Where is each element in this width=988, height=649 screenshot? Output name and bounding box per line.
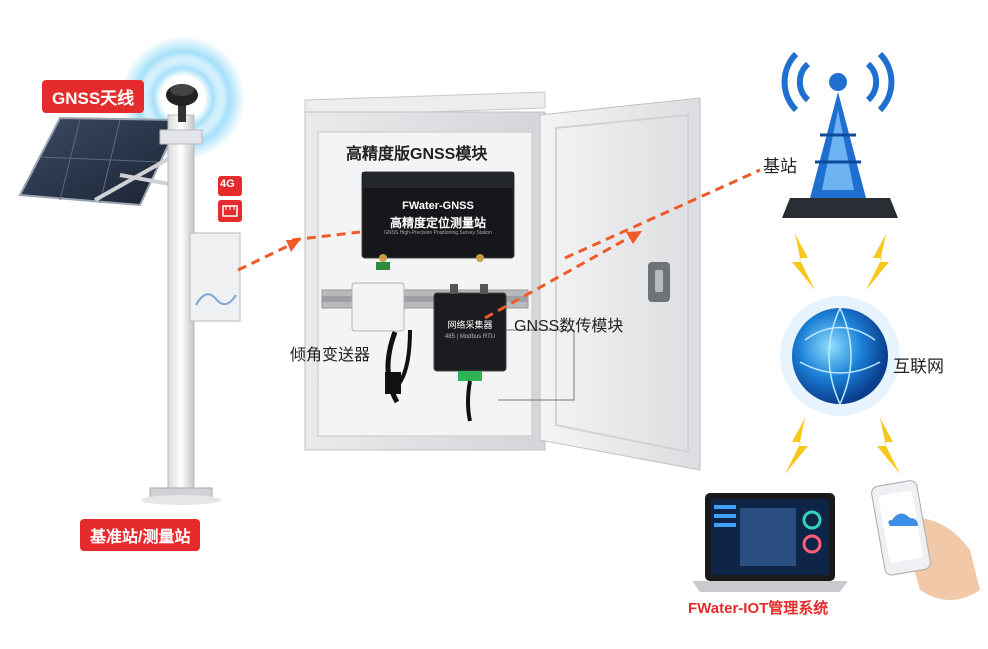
high-precision-module-label: 高精度版GNSS模块 bbox=[346, 146, 488, 163]
globe-icon bbox=[780, 296, 900, 416]
gnss-dtu-module-label: GNSS数传模块 bbox=[514, 318, 624, 335]
4g-badge-label: 4G bbox=[220, 178, 235, 190]
internet-label: 互联网 bbox=[893, 357, 944, 376]
gnss-antenna-icon bbox=[166, 84, 198, 122]
ethernet-icon bbox=[218, 200, 242, 222]
device-brand: FWater-GNSS bbox=[402, 200, 474, 212]
base-station-label: 基站 bbox=[763, 157, 797, 176]
phone-icon bbox=[871, 480, 980, 600]
4g-icon bbox=[218, 176, 242, 196]
tilt-transmitter-device bbox=[351, 282, 412, 404]
device-subtitle: GNSS High-Precision Positioning Survey S… bbox=[384, 230, 492, 236]
cell-tower-icon bbox=[781, 51, 898, 218]
dtu-device bbox=[433, 284, 507, 422]
dtu-subtitle: 485 | Modbus RTU bbox=[444, 334, 496, 340]
base-station-survey-label: 基准站/测量站 bbox=[80, 519, 201, 551]
cabinet-door bbox=[539, 97, 701, 471]
survey-pole-station bbox=[18, 36, 245, 505]
gnss-module-device bbox=[361, 171, 515, 270]
iot-system-label: FWater-IOT管理系统 bbox=[688, 600, 829, 617]
laptop-icon bbox=[692, 493, 848, 592]
lightning-icon bbox=[785, 234, 900, 474]
pole-cabinet bbox=[189, 232, 241, 322]
gnss-antenna-label: GNSS天线 bbox=[42, 80, 145, 113]
dtu-title: 网络采集器 bbox=[447, 320, 493, 330]
data-flow-arrows bbox=[237, 168, 761, 320]
control-cabinet bbox=[304, 91, 701, 471]
device-name: 高精度定位测量站 bbox=[389, 216, 486, 230]
tilt-transmitter-label: 倾角变送器 bbox=[290, 347, 371, 364]
